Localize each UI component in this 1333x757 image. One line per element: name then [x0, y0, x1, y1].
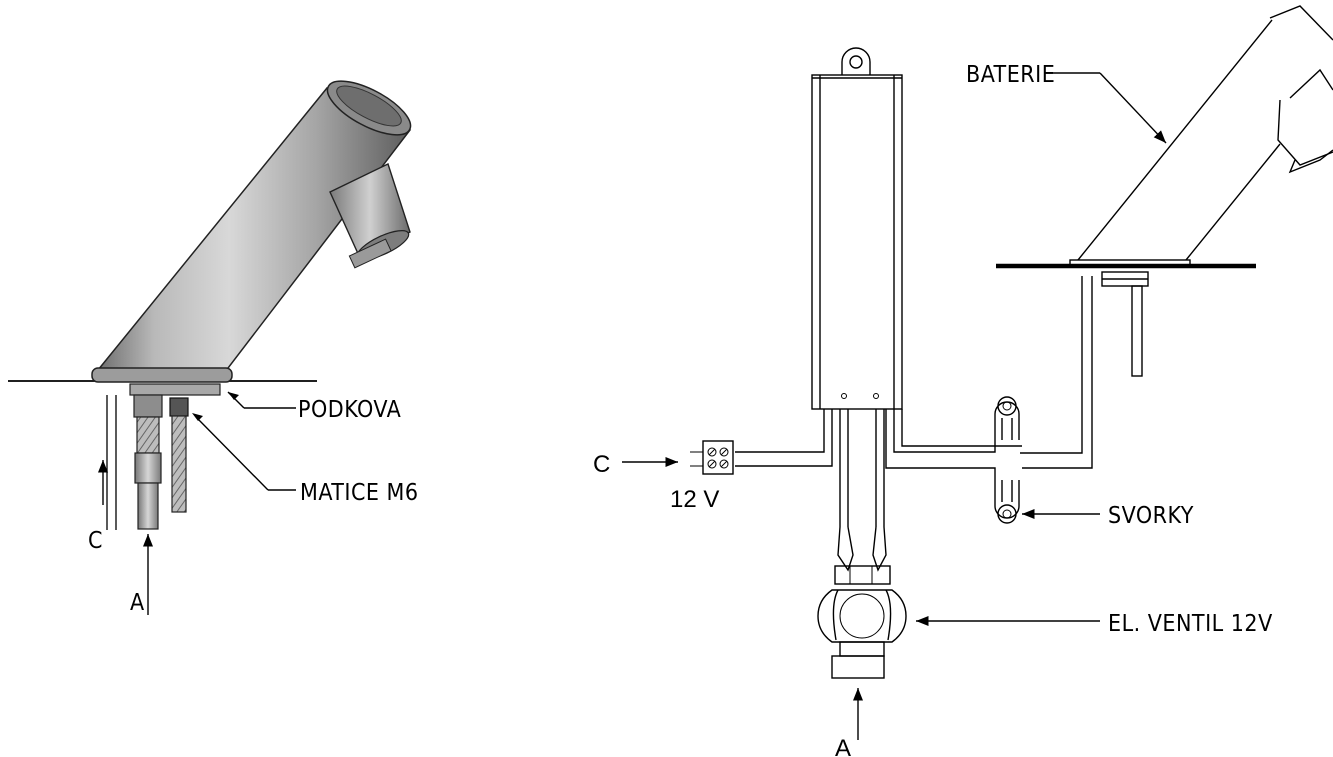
label-baterie: BATERIE: [966, 62, 1055, 88]
label-a-left: A: [130, 590, 145, 616]
right-view: C 12 V SVORKY: [593, 5, 1333, 757]
label-podkova: PODKOVA: [298, 397, 401, 423]
terminal-block-12v: [690, 440, 734, 475]
label-a-right: A: [835, 735, 851, 757]
podkova-plate: [129, 383, 221, 396]
control-box: [811, 47, 903, 410]
supply-hose-a: [133, 394, 163, 530]
tap-body-3d: [91, 80, 412, 383]
solenoid-valve: [817, 526, 907, 679]
threaded-rod-m6: [169, 397, 189, 513]
label-c-left: C: [88, 528, 103, 554]
svorky-clips: [994, 396, 1020, 524]
tap-outline: [1069, 5, 1333, 377]
label-12v: 12 V: [670, 486, 719, 513]
label-el-ventil: EL. VENTIL 12V: [1108, 611, 1273, 637]
sensor-cable: [885, 276, 1093, 480]
left-view: PODKOVA MATICE M6 C A: [8, 80, 419, 616]
valve-wires: [839, 409, 885, 527]
power-cable: [735, 409, 833, 467]
label-c-right: C: [593, 451, 610, 478]
label-matice-m6: MATICE M6: [300, 480, 419, 506]
label-svorky: SVORKY: [1108, 503, 1194, 529]
